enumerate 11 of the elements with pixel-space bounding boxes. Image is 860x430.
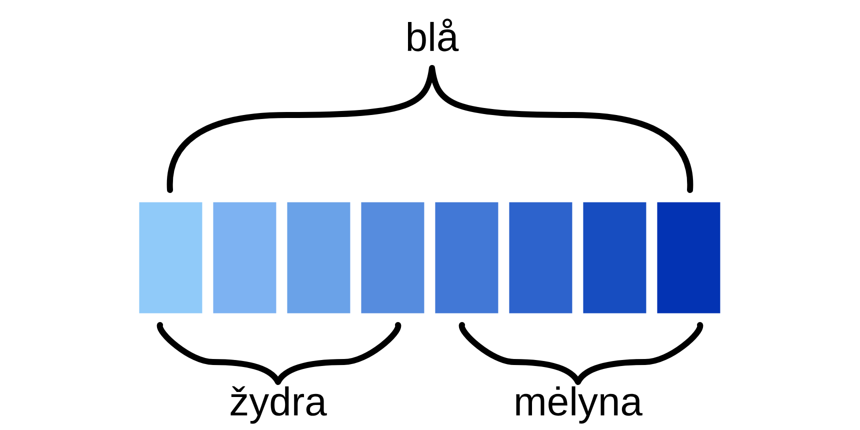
color-swatch	[509, 202, 572, 314]
color-swatch	[361, 202, 424, 314]
label: mėlyna	[516, 386, 642, 424]
color-swatch	[435, 202, 498, 314]
color-swatch	[139, 202, 202, 314]
color-swatch	[287, 202, 350, 314]
color-swatch	[583, 202, 646, 314]
label: blå	[408, 18, 459, 52]
color-swatch	[657, 202, 720, 314]
color-swatch	[213, 202, 276, 314]
label: žydra	[230, 386, 327, 424]
